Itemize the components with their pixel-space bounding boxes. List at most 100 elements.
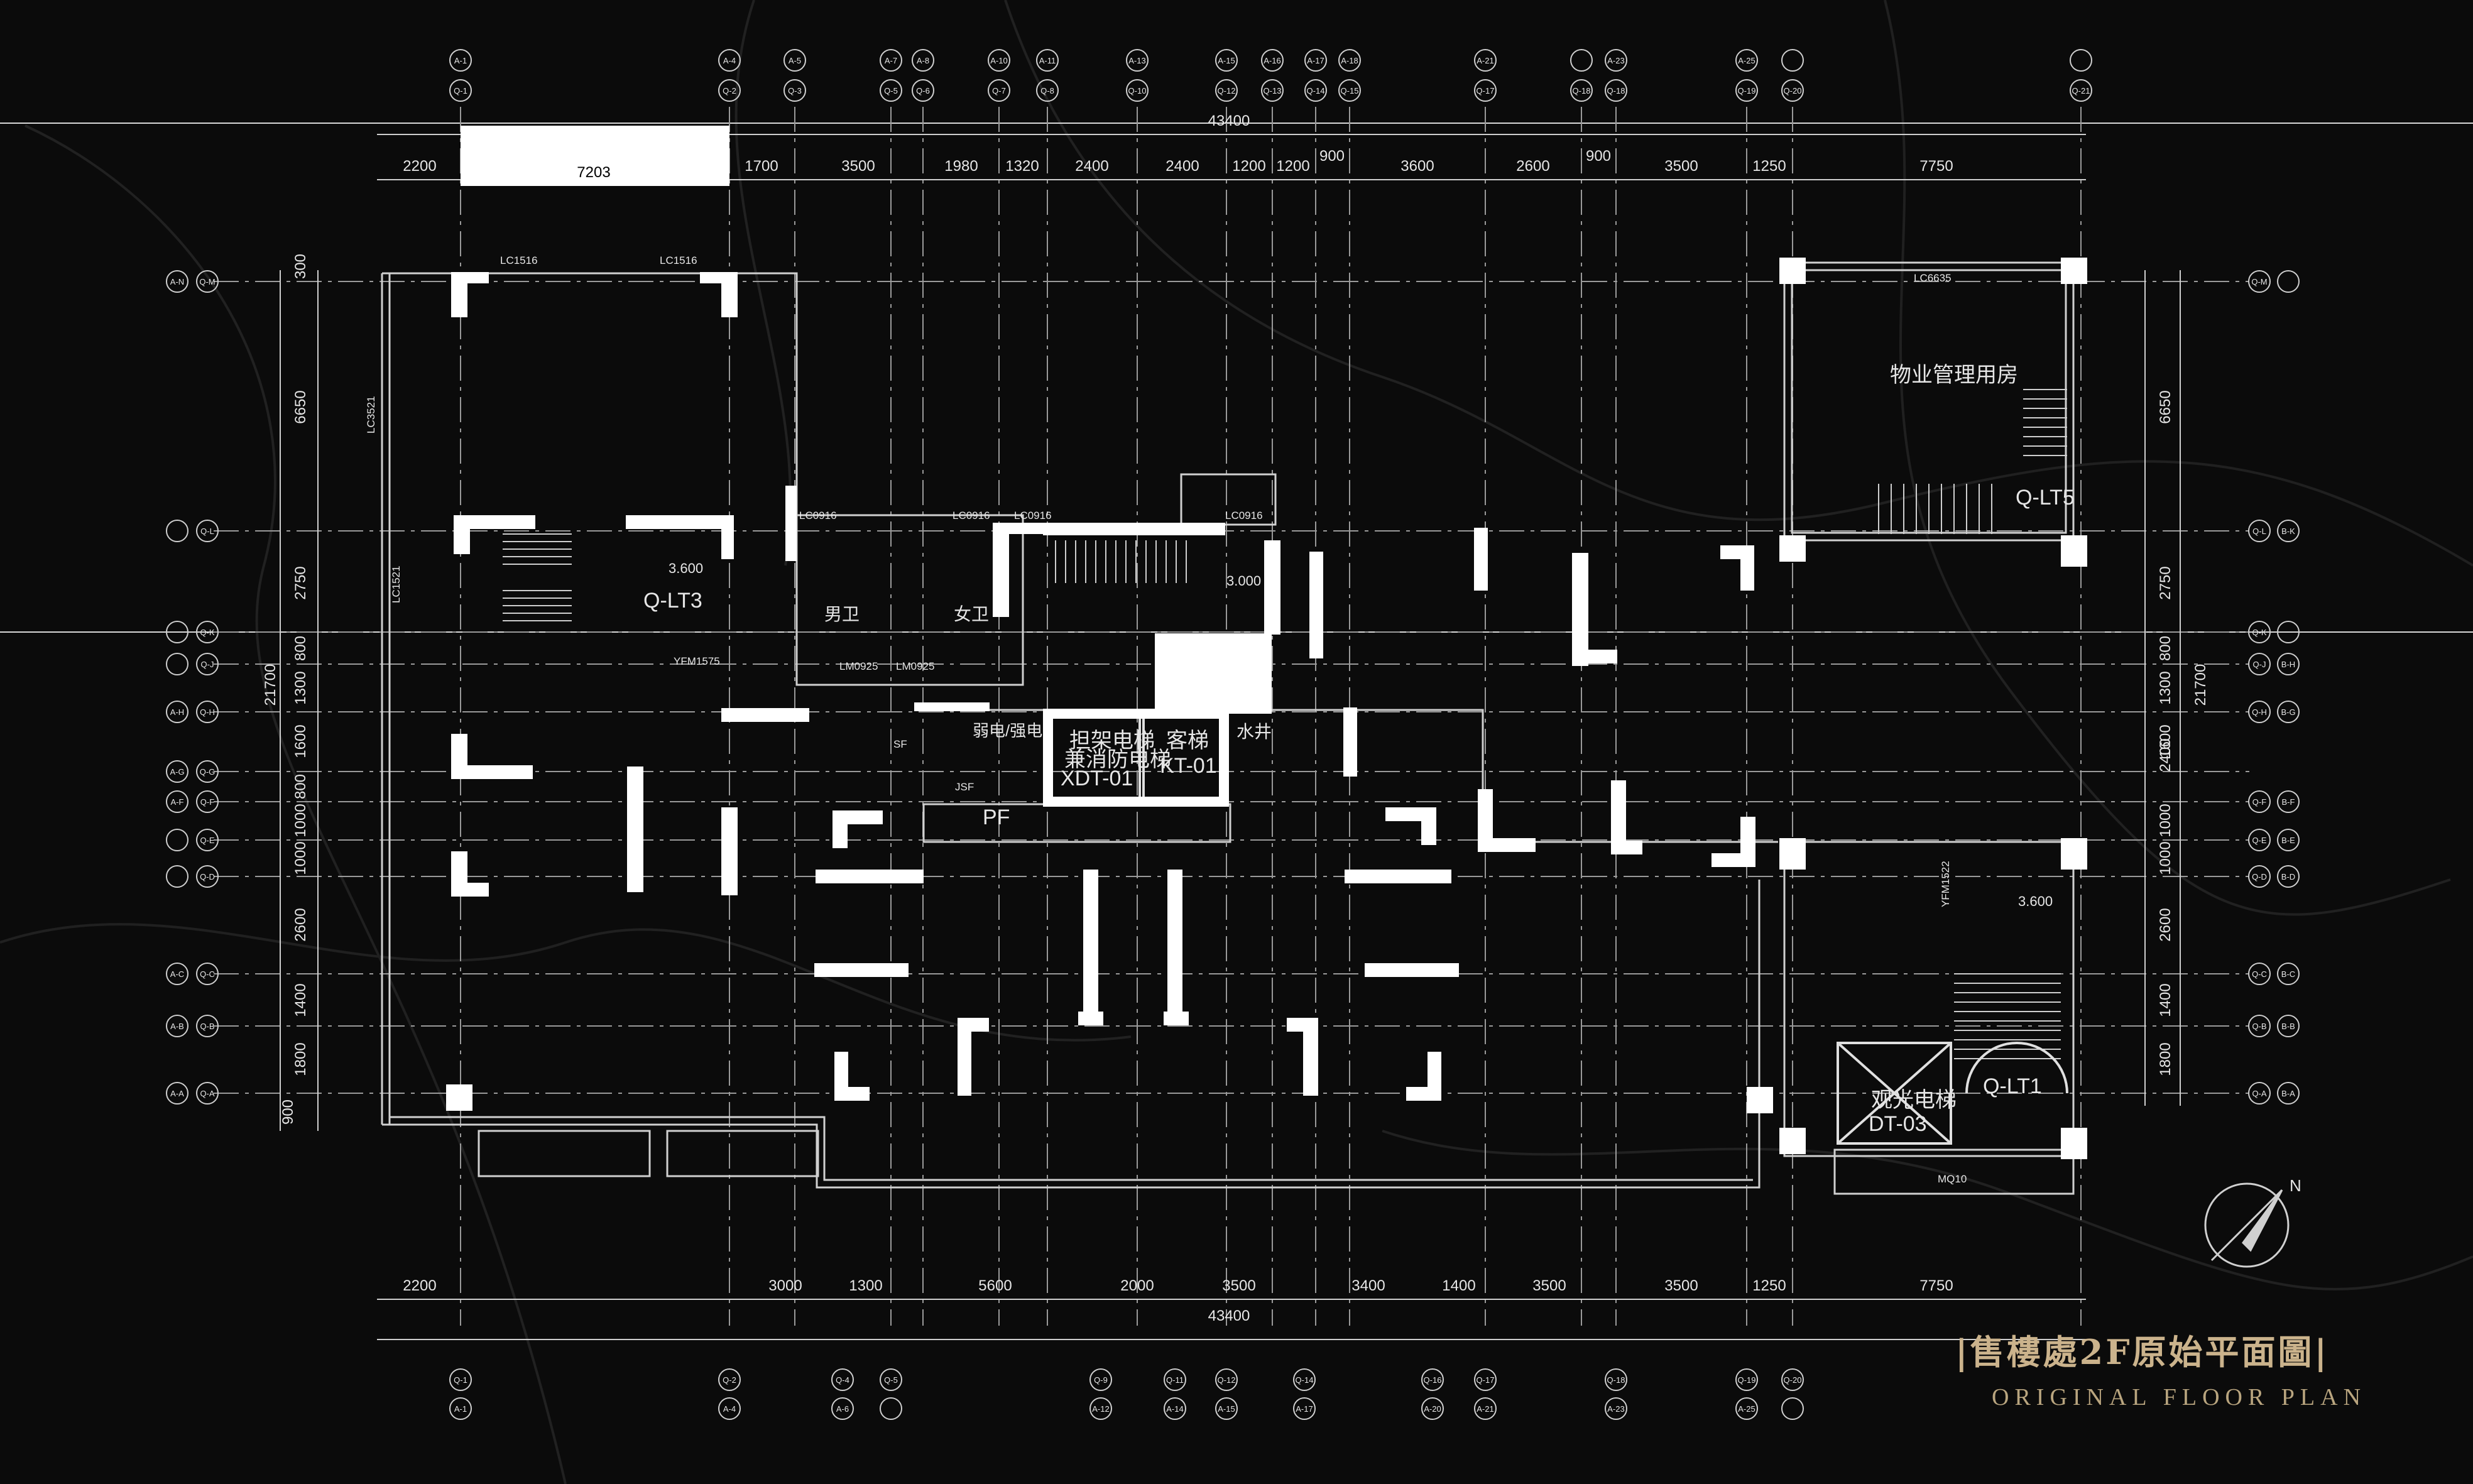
axis-top-18-a-circle xyxy=(2070,49,2092,72)
axis-left-3-b-label: Q-K xyxy=(200,628,214,637)
axis-left-8-b-label: Q-E xyxy=(200,836,214,845)
axis-right-3-a-circle xyxy=(2248,621,2271,643)
label-xdt-01: XDT-01 xyxy=(1061,767,1133,790)
axis-left-12-b-label: Q-A xyxy=(200,1089,214,1098)
axis-left-2-a-circle xyxy=(166,520,188,542)
axis-right-2-a-circle xyxy=(2248,520,2271,542)
dim-right-4: 1300 xyxy=(2157,671,2174,704)
dim-top-13: 900 xyxy=(1586,148,1611,165)
axis-right-1-a-label: Q-M xyxy=(2251,277,2267,286)
axis-left-9-a-circle xyxy=(166,865,188,888)
axis-left-2-b-circle xyxy=(196,520,219,542)
axis-right-4-a-circle xyxy=(2248,653,2271,675)
axis-bottom-12-a-label: Q-19 xyxy=(1738,1375,1756,1385)
label-q-lt5: Q-LT5 xyxy=(2016,486,2075,510)
tag-lm0925-b: LM0925 xyxy=(896,660,934,672)
axis-right-11-a-label: Q-A xyxy=(2252,1089,2266,1098)
axis-top-7-a-circle xyxy=(1036,49,1059,72)
tag-lc1516-a: LC1516 xyxy=(500,254,538,266)
dim-top-total: 43400 xyxy=(1208,112,1250,129)
axis-top-1-b-circle xyxy=(449,79,472,102)
axis-bottom-8-b-label: A-17 xyxy=(1296,1404,1313,1414)
stair-lt5 xyxy=(1878,389,2067,534)
axis-top-7-b-circle xyxy=(1036,79,1059,102)
axis-right-5-b-circle xyxy=(2277,701,2300,723)
tag-lc1516-b: LC1516 xyxy=(660,254,697,266)
room-labels: 物业管理用房 Q-LT5 Q-LT3 Q-LT1 男卫 女卫 弱电/强电 水井 … xyxy=(643,363,2075,1185)
axis-top-10-a-circle xyxy=(1261,49,1284,72)
axis-top-1-a-circle xyxy=(449,49,472,72)
room-property-management: 物业管理用房 xyxy=(1890,363,2018,387)
axis-top-15-a-circle xyxy=(1605,49,1627,72)
axis-bottom-11-b-circle xyxy=(1605,1397,1627,1420)
axis-bottom-8-b-circle xyxy=(1293,1397,1316,1420)
axis-top-8-b-label: Q-10 xyxy=(1128,86,1147,95)
dim-top-5: 1320 xyxy=(1005,158,1039,175)
top-dimension-texts: 43400 7203 2200 1700 3500 1980 1320 2400… xyxy=(403,112,1953,181)
axis-top-4-b-circle xyxy=(880,79,902,102)
axis-top-11-b-label: Q-14 xyxy=(1307,86,1325,95)
axis-top-9-b-circle xyxy=(1215,79,1238,102)
axis-top-6-b-circle xyxy=(988,79,1010,102)
dim-left-6: 1600 xyxy=(292,724,309,758)
axis-bottom-2-b-label: A-4 xyxy=(723,1404,736,1414)
dim-right-total: 21700 xyxy=(2192,664,2209,706)
axis-right-5-a-label: Q-H xyxy=(2252,707,2267,717)
axis-bottom-6-b-circle xyxy=(1164,1397,1186,1420)
axis-top-16-b-label: Q-19 xyxy=(1738,86,1756,95)
axis-top-14-b-label: Q-18 xyxy=(1573,86,1591,95)
right-dimension-texts: 6650 2750 800 1300 1600 2400 1000 1000 2… xyxy=(2157,390,2209,1076)
axis-right-8-b-label: B-D xyxy=(2281,872,2295,881)
axis-top-3-b-circle xyxy=(783,79,806,102)
axis-top-2-a-label: A-4 xyxy=(723,56,736,65)
axis-right-6-a-circle xyxy=(2248,790,2271,813)
dim-bottom-4: 5600 xyxy=(978,1277,1012,1294)
axis-left-5-b-label: Q-H xyxy=(200,707,215,717)
dim-right-6: 2400 xyxy=(2157,738,2174,772)
axis-top-4-a-circle xyxy=(880,49,902,72)
axis-bottom-13-a-label: Q-20 xyxy=(1784,1375,1802,1385)
label-q-lt1: Q-LT1 xyxy=(1983,1074,2042,1098)
axis-left-7-a-label: A-F xyxy=(171,797,184,807)
axis-left-2-b-label: Q-L xyxy=(200,526,214,536)
dim-top-6: 2400 xyxy=(1075,158,1108,175)
dim-bottom-6: 3500 xyxy=(1222,1277,1255,1294)
axis-bottom-3-a-label: Q-4 xyxy=(836,1375,849,1385)
tag-lc3521: LC3521 xyxy=(365,396,377,434)
dim-bottom-11: 1250 xyxy=(1752,1277,1786,1294)
axis-left-5-a-circle xyxy=(166,701,188,723)
axis-left-10-a-label: A-C xyxy=(170,969,184,979)
stair-core xyxy=(1055,540,1187,583)
axis-left-3-a-circle xyxy=(166,621,188,643)
label-pf: PF xyxy=(983,805,1010,829)
dim-left-5: 1300 xyxy=(292,671,309,704)
dim-bottom-10: 3500 xyxy=(1664,1277,1698,1294)
axis-top-3-b-label: Q-3 xyxy=(788,86,802,95)
axis-right-11-a-circle xyxy=(2248,1082,2271,1105)
axis-top-5-b-circle xyxy=(912,79,934,102)
axis-top-18-b-label: Q-21 xyxy=(2072,86,2090,95)
tag-ym1575: YFM1575 xyxy=(674,655,720,667)
room-weak-strong-electric: 弱电/强电 xyxy=(973,721,1042,740)
axis-right-2-b-label: B-K xyxy=(2281,526,2295,536)
axis-right-4-a-label: Q-J xyxy=(2253,660,2266,669)
structural-walls xyxy=(446,258,2087,1159)
axis-left-11-b-label: Q-B xyxy=(200,1022,214,1031)
axis-top-3-a-label: A-5 xyxy=(789,56,801,65)
axis-top-4-b-label: Q-5 xyxy=(884,86,898,95)
axis-top-11-a-circle xyxy=(1304,49,1327,72)
north-arrow-icon xyxy=(2204,1182,2290,1268)
axis-bottom-4-b-circle xyxy=(880,1397,902,1420)
axis-bottom-5-a-circle xyxy=(1089,1368,1112,1391)
axis-bottom-6-b-label: A-14 xyxy=(1166,1404,1183,1414)
axis-right-1-a-circle xyxy=(2248,270,2271,293)
axis-bottom-3-a-circle xyxy=(831,1368,854,1391)
axis-top-12-b-label: Q-15 xyxy=(1341,86,1359,95)
axis-right-3-b-circle xyxy=(2277,621,2300,643)
axis-right-10-a-label: Q-B xyxy=(2252,1022,2266,1031)
axis-bottom-10-a-circle xyxy=(1474,1368,1497,1391)
axis-left-1-b-label: Q-M xyxy=(199,277,215,286)
axis-top-15-a-label: A-23 xyxy=(1607,56,1624,65)
level-lt1: 3.600 xyxy=(2018,893,2053,909)
